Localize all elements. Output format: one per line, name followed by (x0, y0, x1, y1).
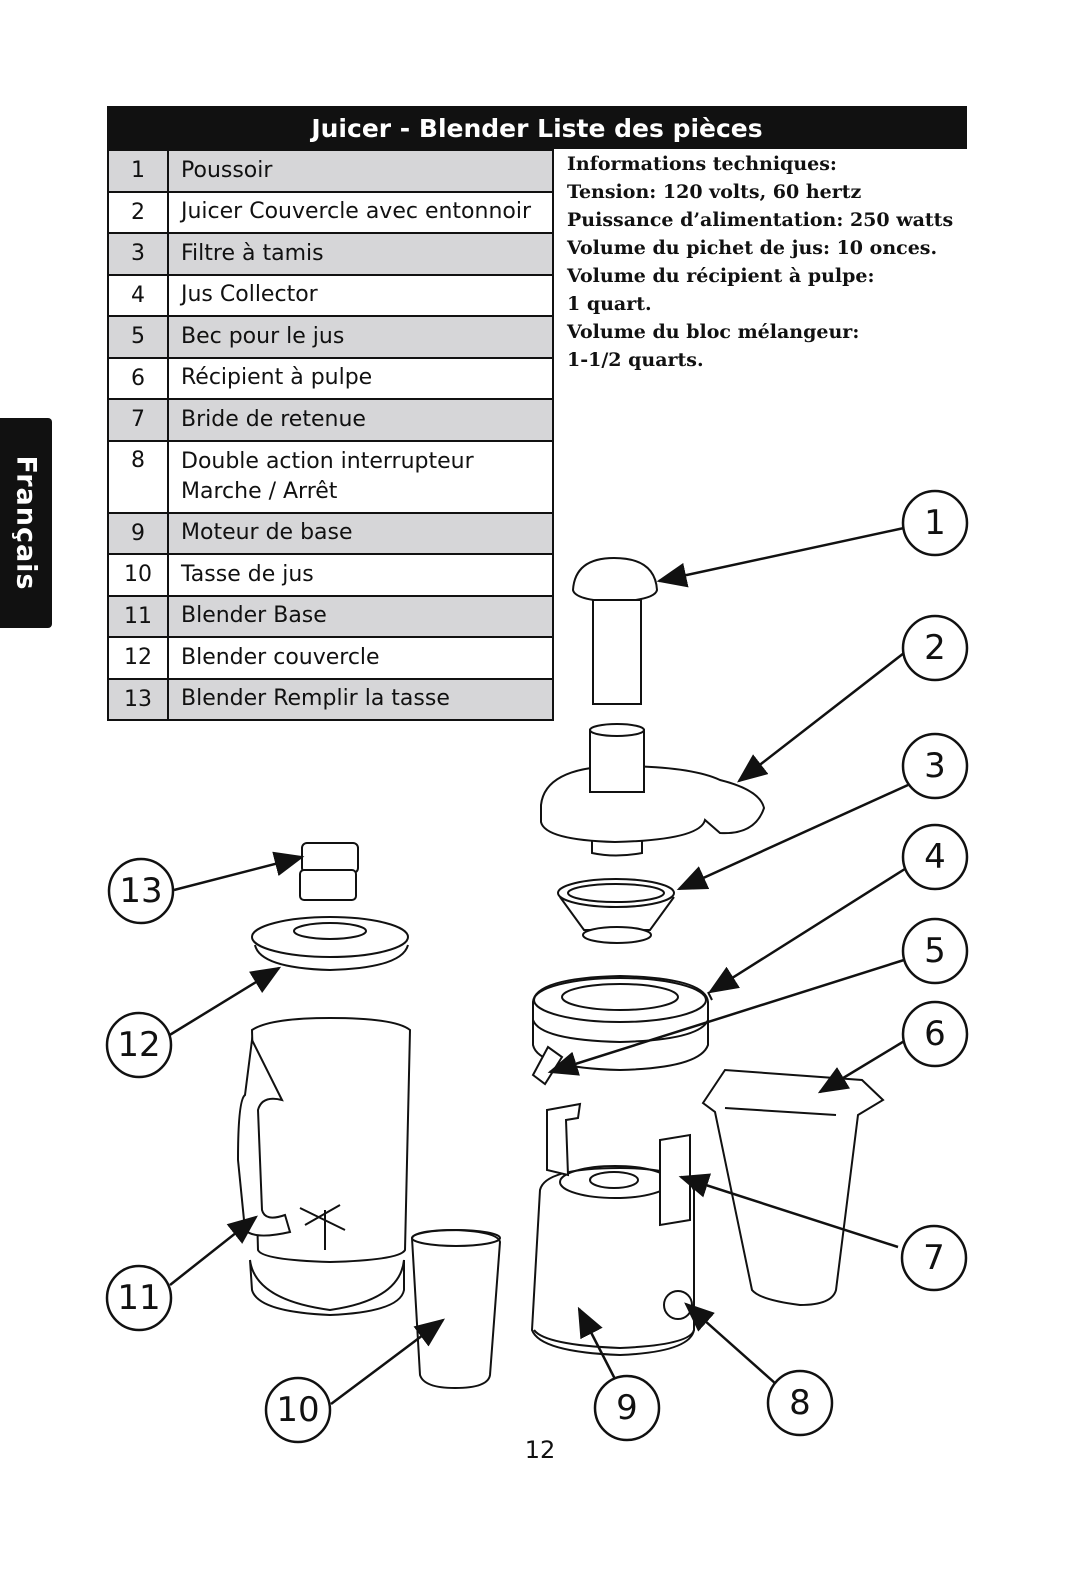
juice-collector-illustration (531, 974, 713, 1086)
blender-lid-illustration (251, 916, 409, 972)
part-number: 3 (107, 232, 169, 276)
part-number: 10 (107, 553, 169, 597)
part-number: 4 (107, 273, 169, 317)
callout-label: 6 (924, 1014, 946, 1054)
part-name: Blender couvercle (167, 636, 554, 680)
part-name: Filtre à tamis (167, 232, 554, 276)
callout-label: 13 (119, 871, 162, 911)
technical-info-line: 1 quart. (567, 293, 652, 315)
callout-label: 1 (924, 503, 946, 543)
part-number: 11 (107, 594, 169, 638)
pusher-illustration (571, 556, 659, 705)
technical-info-line: Volume du pichet de jus: 10 onces. (567, 237, 938, 259)
part-number: 13 (107, 677, 169, 721)
part-number: 1 (107, 149, 169, 193)
callout-label: 4 (924, 837, 946, 877)
part-number: 12 (107, 636, 169, 680)
callout-label: 8 (789, 1383, 811, 1423)
technical-info-line: Volume du bloc mélangeur: (567, 321, 860, 343)
language-tab: Français (0, 418, 52, 628)
part-name: Blender Base (167, 594, 554, 638)
part-name: Tasse de jus (167, 553, 554, 597)
callout-label: 9 (616, 1388, 638, 1428)
part-number: 6 (107, 356, 169, 400)
pulp-container-illustration (701, 1068, 885, 1307)
part-number: 8 (107, 439, 169, 514)
part-name: Bec pour le jus (167, 315, 554, 359)
blender-jar-illustration (236, 1016, 412, 1317)
part-name: Double action interrupteur Marche / Arrê… (167, 439, 554, 514)
technical-info-line: Tension: 120 volts, 60 hertz (567, 181, 862, 203)
filter-basket-illustration (557, 878, 675, 944)
part-name: Poussoir (167, 149, 554, 193)
callout-label: 11 (117, 1278, 160, 1318)
page-number: 12 (524, 1436, 556, 1464)
part-name: Récipient à pulpe (167, 356, 554, 400)
technical-info-line: Volume du récipient à pulpe: (567, 265, 875, 287)
callout-label: 12 (117, 1025, 160, 1065)
juice-cup-illustration (410, 1228, 502, 1390)
callout-label: 7 (923, 1238, 945, 1278)
technical-info-line: 1-1/2 quarts. (567, 349, 704, 371)
part-number: 2 (107, 190, 169, 234)
technical-info-line: Puissance d’alimentation: 250 watts (567, 209, 954, 231)
part-name: Blender Remplir la tasse (167, 677, 554, 721)
juicer-lid-illustration (540, 723, 766, 857)
part-name: Bride de retenue (167, 398, 554, 442)
callout-label: 3 (924, 746, 946, 786)
callout-label: 5 (924, 931, 946, 971)
motor-base-illustration (530, 1102, 695, 1357)
part-name: Jus Collector (167, 273, 554, 317)
part-name: Moteur de base (167, 511, 554, 555)
page-title: Juicer - Blender Liste des pièces (107, 106, 967, 149)
part-number: 9 (107, 511, 169, 555)
technical-info-heading: Informations techniques: (567, 153, 837, 175)
part-number: 7 (107, 398, 169, 442)
callout-label: 2 (924, 628, 946, 668)
part-name: Juicer Couvercle avec entonnoir (167, 190, 554, 234)
part-number: 5 (107, 315, 169, 359)
fill-cup-illustration (299, 842, 359, 901)
callout-label: 10 (276, 1390, 319, 1430)
technical-info: Informations techniques: Tension: 120 vo… (567, 150, 967, 374)
